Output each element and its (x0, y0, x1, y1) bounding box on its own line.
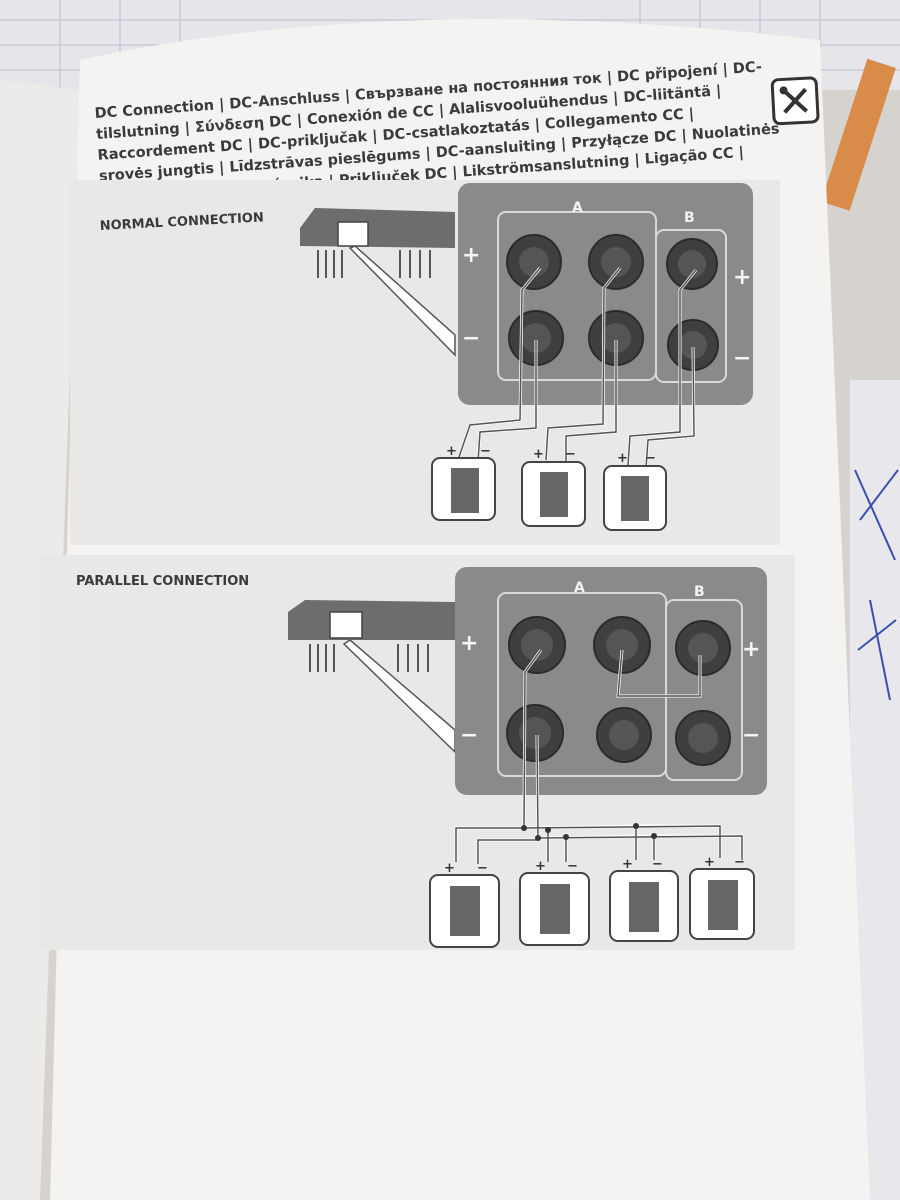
svg-text:−: − (652, 857, 663, 872)
normal-input-b-frame (655, 229, 727, 383)
parallel-input-b-label: B (694, 584, 705, 600)
parallel-pv-module-4: + − (689, 855, 755, 940)
normal-minus-left: − (462, 326, 480, 351)
svg-text:−: − (480, 444, 491, 459)
parallel-pv-module-2: + − (519, 859, 590, 946)
normal-input-a-label: A (572, 200, 583, 216)
parallel-connection-panel: PARALLEL CONNECTION A B + − + − (40, 555, 795, 950)
normal-input-b-label: B (684, 210, 695, 226)
svg-text:+: + (444, 861, 455, 876)
parallel-connection-title: PARALLEL CONNECTION (76, 574, 249, 589)
parallel-inverter-icon (288, 600, 456, 754)
normal-plus-right: + (733, 265, 751, 290)
svg-text:+: + (617, 451, 628, 466)
wrench-screwdriver-icon (770, 76, 820, 126)
normal-minus-right: − (733, 346, 751, 371)
normal-pv-module-3: + − (603, 451, 667, 531)
normal-connection-panel: NORMAL CONNECTION A B + − + − (70, 180, 780, 545)
svg-text:+: + (533, 447, 544, 462)
svg-text:−: − (734, 855, 745, 870)
parallel-minus-left: − (460, 723, 478, 748)
svg-text:+: + (535, 859, 546, 874)
normal-plus-left: + (462, 243, 480, 268)
parallel-dc-box (455, 567, 767, 795)
pencil (821, 58, 896, 211)
normal-inverter-icon (300, 208, 456, 357)
svg-text:+: + (622, 857, 633, 872)
parallel-minus-right: − (742, 723, 760, 748)
svg-text:−: − (477, 861, 488, 876)
svg-text:−: − (567, 859, 578, 874)
blue-scribbles (854, 469, 899, 701)
parallel-pv-module-3: + − (609, 857, 679, 942)
parallel-plus-right: + (742, 637, 760, 662)
normal-pv-module-2: + − (521, 447, 586, 527)
svg-text:−: − (565, 447, 576, 462)
svg-text:−: − (645, 451, 656, 466)
normal-dc-box (458, 183, 753, 405)
parallel-input-b-frame (665, 599, 743, 781)
parallel-input-a-label: A (574, 580, 585, 596)
normal-pv-module-1: + − (431, 444, 496, 521)
svg-text:+: + (446, 444, 457, 459)
parallel-pv-module-1: + − (429, 861, 500, 948)
parallel-plus-left: + (460, 631, 478, 656)
svg-text:+: + (704, 855, 715, 870)
